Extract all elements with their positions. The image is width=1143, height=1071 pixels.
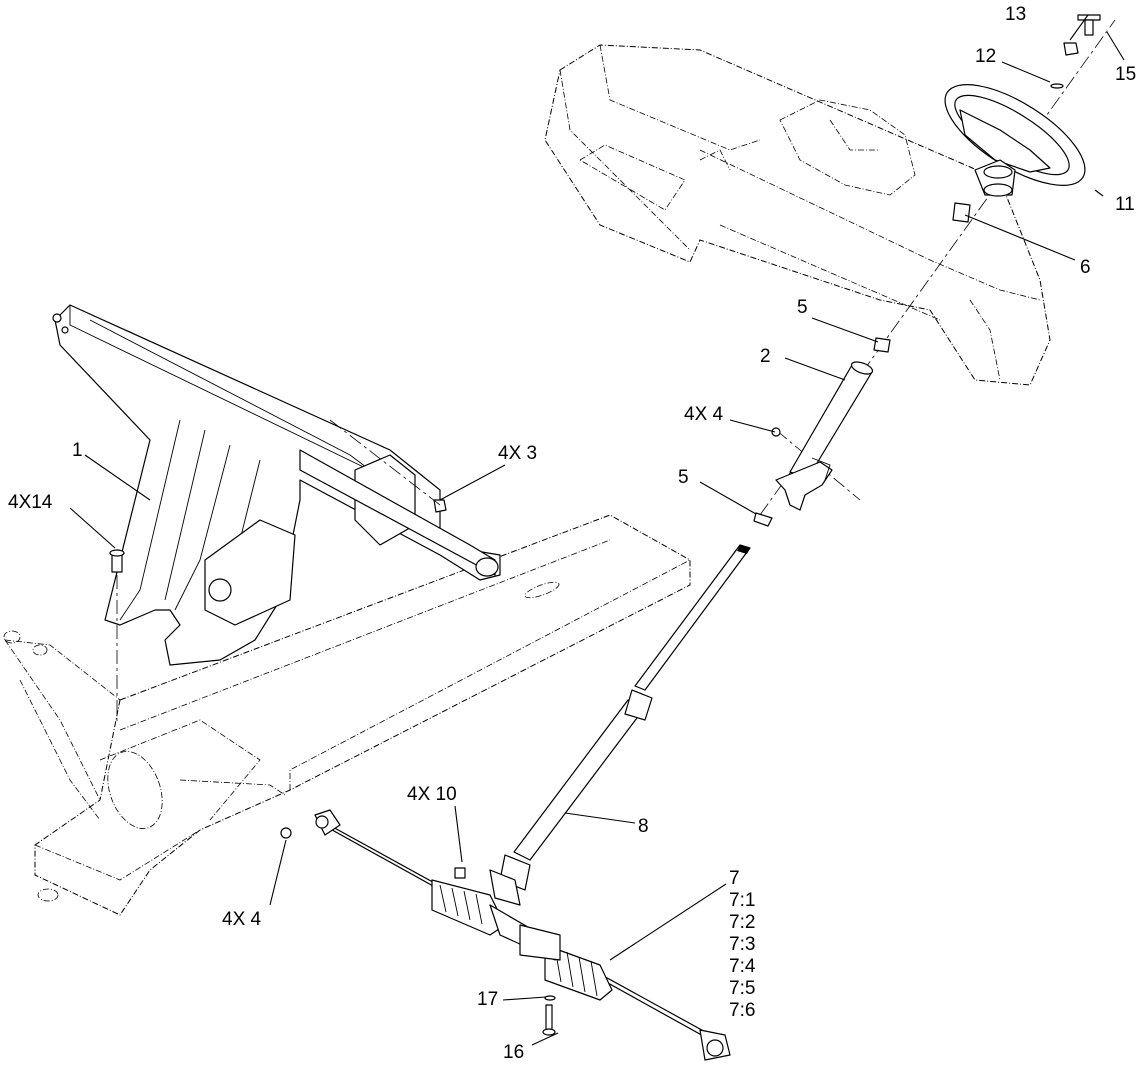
callout-13: 13 [1005,4,1026,25]
callout-17: 17 [477,989,498,1010]
frame-phantom [3,514,691,916]
callout-16: 16 [503,1042,524,1063]
callout-2: 2 [760,346,771,367]
bushing-5-lower [753,512,773,527]
callouts: 13 15 12 11 6 5 2 4X 4 5 1 4X14 4X 3 4X … [8,4,1136,1063]
callout-7-6: 7:6 [729,1000,755,1021]
dashboard-phantom [544,44,1051,386]
bushing-6 [952,202,971,223]
bolt-16 [542,1004,556,1036]
callout-5-upper: 5 [797,297,808,318]
callout-5-lower: 5 [678,467,689,488]
callout-7-2: 7:2 [729,912,755,933]
steering-support-bracket [52,304,501,666]
steering-wheel [944,84,1086,197]
callout-15: 15 [1115,64,1136,85]
callout-7-3: 7:3 [729,934,755,955]
washer-17 [544,995,556,1001]
callout-4x3: 4X 3 [498,443,537,464]
callout-8: 8 [638,816,649,837]
nut-13 [1063,42,1079,56]
callout-7-1: 7:1 [729,890,755,911]
leader-lines [69,14,1125,1046]
callout-6: 6 [1080,257,1091,278]
callout-4x4-lower: 4X 4 [222,909,262,930]
callout-11: 11 [1115,194,1135,215]
callout-7-5: 7:5 [729,978,755,999]
callout-1: 1 [72,440,83,461]
steering-column-tube [771,361,874,511]
callout-7: 7 [729,868,740,889]
callout-12: 12 [975,46,996,67]
intermediate-shaft [489,544,751,906]
cap-15 [1077,14,1101,36]
callout-4x14: 4X14 [8,492,53,513]
fastener-14 [109,549,125,573]
bushing-5-upper [873,337,891,353]
washer-12 [1050,83,1064,89]
steering-rack [314,809,731,1061]
fastener-4-lower [280,827,292,839]
callout-4x10: 4X 10 [407,784,457,805]
callout-7-4: 7:4 [729,956,756,977]
callout-4x4-upper: 4X 4 [684,404,724,425]
